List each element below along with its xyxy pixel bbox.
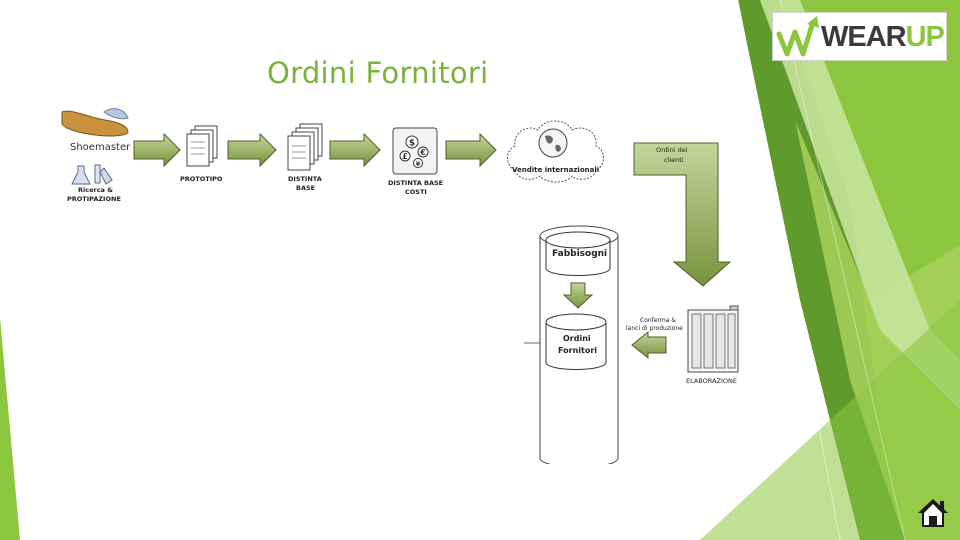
confirm-arrow — [631, 330, 667, 360]
flow-arrow-4 — [445, 132, 497, 168]
home-icon[interactable] — [916, 496, 950, 530]
svg-text:$: $ — [409, 139, 415, 149]
prototipo-label: PROTOTIPO — [180, 175, 223, 183]
ordini-clienti-label-line2: clienti — [664, 156, 684, 164]
customer-orders-arrow — [633, 142, 732, 287]
flow-arrow-1 — [133, 132, 181, 168]
logo-prefix: WEAR — [821, 21, 907, 53]
flow-arrow-2 — [227, 132, 277, 168]
svg-text:¥: ¥ — [416, 160, 421, 168]
prototipo-document-icon — [186, 125, 218, 167]
ordini-fornitori-label-line1: Ordini — [563, 334, 591, 343]
logo-mark-icon — [776, 16, 819, 57]
left-accent-shape — [0, 318, 20, 540]
logo-wordmark: WEARUP — [821, 21, 945, 53]
vendite-label: Vendite internazionali — [512, 166, 600, 174]
ordini-fornitori-cylinder — [545, 313, 607, 370]
bottom-right-accent — [700, 300, 960, 540]
svg-text:€: € — [419, 148, 425, 157]
elaborazione-label: ELABORAZIONE — [686, 377, 737, 385]
distinta-base-label-line2: BASE — [296, 184, 316, 192]
conferma-label-line2: lanci di produzione — [626, 325, 683, 332]
distinta-costi-label-line2: COSTI — [405, 188, 427, 196]
fabbisogni-label: Fabbisogni — [552, 249, 608, 259]
page-title: Ordini Fornitori — [267, 56, 489, 90]
ordini-clienti-label-line1: Ordini dei — [656, 146, 688, 154]
svg-text:£: £ — [402, 152, 407, 161]
shoemaster-label: Shoemaster — [70, 142, 131, 153]
server-icon — [687, 305, 739, 373]
logo-suffix: UP — [905, 21, 945, 53]
wearup-logo: WEARUP — [772, 12, 947, 61]
ricerca-label-line1: Ricerca & — [78, 186, 113, 194]
distinta-costi-label-line1: DISTINTA BASE — [388, 179, 444, 187]
down-arrow — [562, 282, 594, 309]
cloud-globe-icon — [507, 120, 604, 183]
fabbisogni-cylinder — [545, 231, 611, 276]
lab-flask-icon — [71, 164, 113, 185]
right-accent-pale — [760, 0, 960, 410]
ricerca-label-line2: PROTIPAZIONE — [67, 195, 121, 203]
ordini-fornitori-label-line2: Fornitori — [558, 346, 598, 355]
currency-box-icon: $ € £ ¥ — [392, 127, 438, 175]
shoe-icon — [61, 108, 129, 137]
flow-arrow-3 — [329, 132, 381, 168]
distinta-base-document-icon — [287, 123, 323, 171]
distinta-base-label-line1: DISTINTA — [288, 175, 322, 183]
conferma-label-line1: Conferma & — [640, 317, 676, 324]
